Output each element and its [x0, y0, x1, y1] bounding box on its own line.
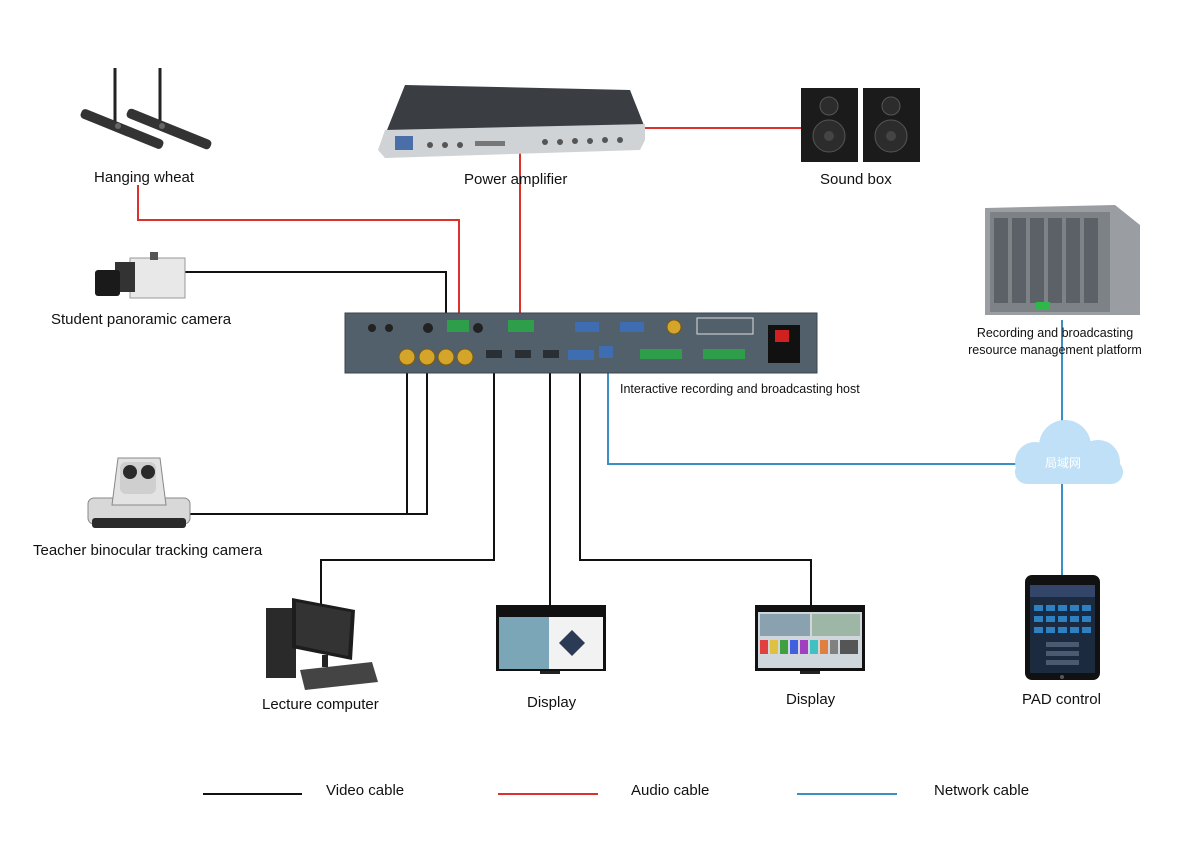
network-cables — [607, 320, 1063, 577]
video-cable-student-camera — [185, 271, 447, 318]
video-cables — [185, 271, 812, 605]
lan-cloud — [1015, 420, 1123, 484]
label-power-amplifier: Power amplifier — [464, 171, 568, 188]
display-1-device — [496, 605, 606, 674]
label-platform-line-2: resource management platform — [968, 343, 1142, 357]
hanging-wheat-microphones — [80, 68, 212, 150]
power-amplifier-device — [378, 85, 645, 158]
audio-cable-mic-to-host — [137, 185, 460, 318]
video-cable-lecture-computer — [320, 368, 495, 604]
label-hanging-wheat: Hanging wheat — [94, 169, 195, 186]
video-cable-display-2 — [579, 368, 812, 605]
resource-platform-server — [985, 205, 1140, 315]
label-platform-line-1: Recording and broadcasting — [976, 326, 1134, 340]
recording-host-device — [344, 312, 818, 374]
display-2-device — [755, 605, 865, 674]
legend-label-audio: Audio cable — [631, 782, 710, 799]
host-bnc-ports — [398, 319, 682, 366]
label-teacher-camera: Teacher binocular tracking camera — [33, 542, 263, 559]
teacher-tracking-camera — [87, 457, 191, 528]
label-lecture-computer: Lecture computer — [262, 696, 379, 713]
label-display-2: Display — [786, 691, 836, 708]
legend-label-video: Video cable — [326, 782, 405, 799]
label-pad-control: PAD control — [1022, 691, 1101, 708]
video-cable-teacher-camera-b — [190, 368, 428, 515]
video-cable-teacher-camera-a — [190, 368, 408, 515]
legend-label-network: Network cable — [934, 782, 1030, 799]
label-host: Interactive recording and broadcasting h… — [620, 382, 860, 396]
audio-cables — [137, 127, 803, 318]
lecture-computer-device — [266, 598, 378, 690]
label-student-camera: Student panoramic camera — [51, 311, 232, 328]
sound-box-speakers — [801, 88, 920, 162]
label-display-1: Display — [527, 694, 577, 711]
label-sound-box: Sound box — [820, 171, 892, 188]
network-cable-host-to-lan — [607, 368, 1020, 465]
student-panoramic-camera — [95, 252, 186, 299]
label-lan-cloud: 局域网 — [1045, 456, 1082, 470]
pad-control-device — [1025, 575, 1100, 680]
